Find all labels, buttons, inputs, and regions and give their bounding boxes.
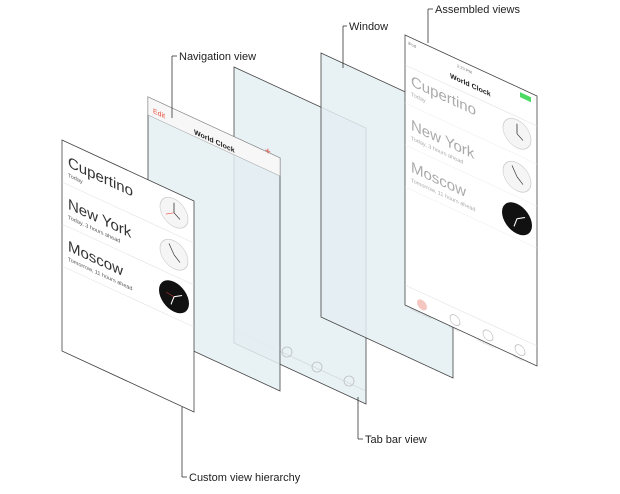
assembled-views-panel: iPod 2:23 PM World Clock Cupertino Today… [404,34,538,367]
callout-assembled: Assembled views [427,4,520,43]
nav-bar [147,96,281,177]
status-carrier: iPod [408,41,417,50]
assembled-tab-2: Alarm [449,324,460,334]
assembled-tab-4: Timer [513,353,524,363]
custom-view-panel: Cupertino Today New York Today, 3 hours … [61,139,195,413]
assembled-clock-1-icon [502,117,532,150]
callout-tab-bar: Tab bar view [357,397,427,446]
label-window: Window [349,21,388,33]
label-tab-bar-view: Tab bar view [365,434,427,446]
clock-cupertino-icon [159,196,189,229]
battery-icon [520,92,531,103]
status-time: 2:23 PM [457,63,472,75]
clock-new-york-icon [159,238,189,271]
assembled-clock-3-icon [502,202,532,236]
clock-moscow-icon [159,280,189,314]
label-assembled-views: Assembled views [435,4,520,16]
assembled-tab-icons [417,299,526,357]
nav-add-icon: + [265,144,271,158]
assembled-clock-2-icon [502,160,532,193]
callout-window: Window [342,21,388,68]
label-custom-view-hierarchy: Custom view hierarchy [189,472,301,484]
callout-navigation: Navigation view [171,51,256,118]
label-navigation-view: Navigation view [179,51,256,63]
callout-custom: Custom view hierarchy [181,407,301,484]
